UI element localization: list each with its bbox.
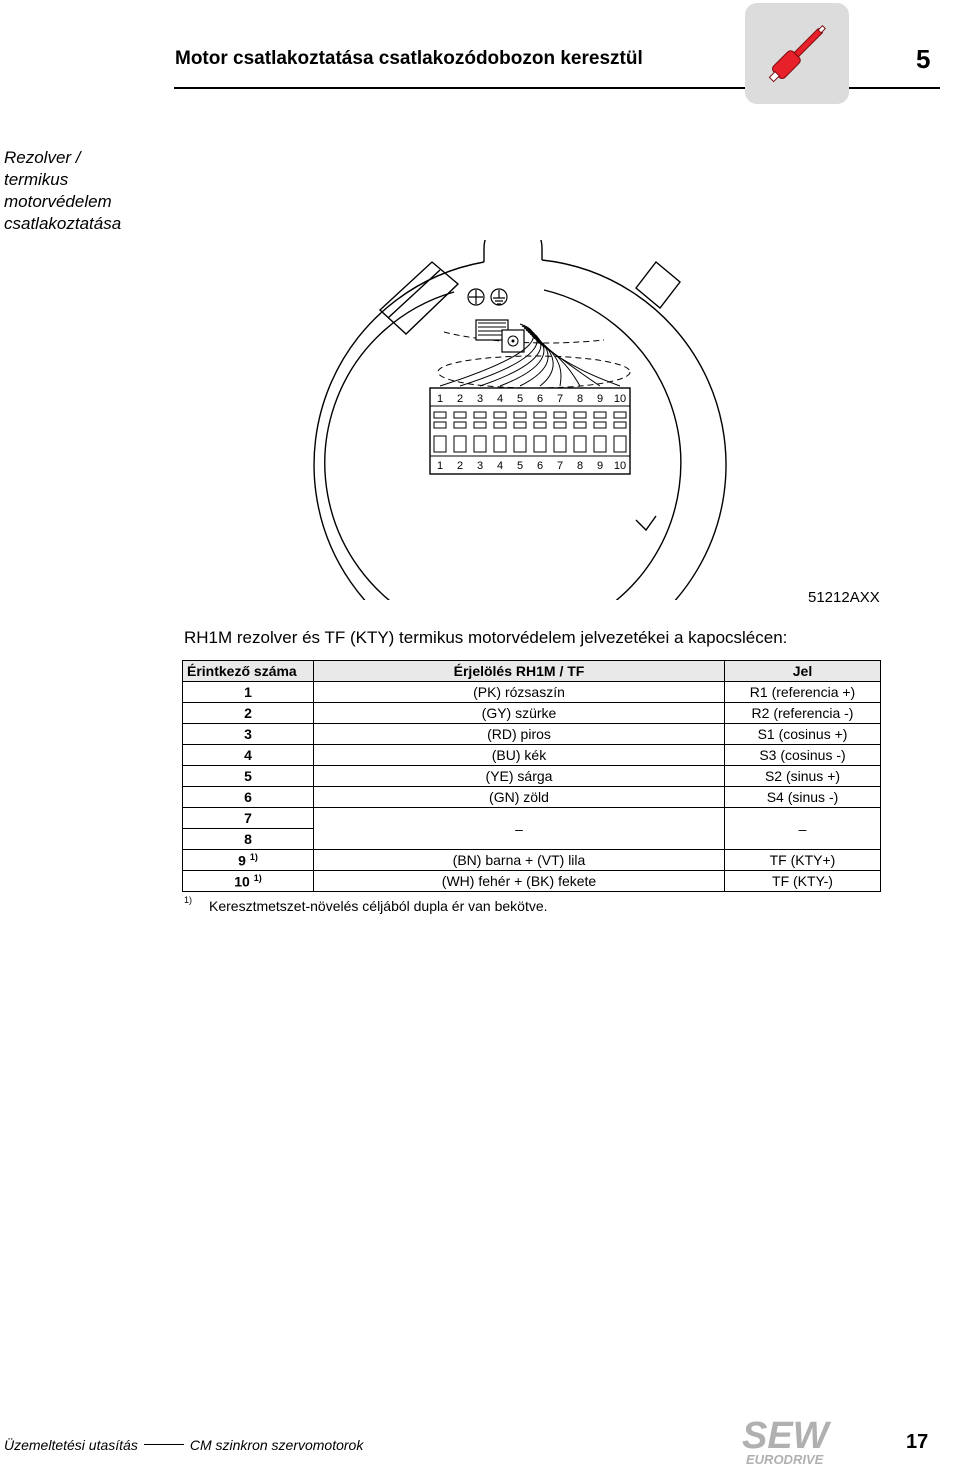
- column-header: Érintkező száma: [182, 660, 314, 682]
- pin-cell: 7: [182, 807, 314, 829]
- pin-number: 9: [238, 852, 246, 869]
- marking-cell: (BN) barna + (VT) lila: [313, 849, 725, 871]
- table-row: 2 (GY) szürke R2 (referencia -): [182, 702, 881, 724]
- side-title-line: Rezolver /: [4, 148, 81, 167]
- marking-cell: (GN) zöld: [313, 786, 725, 808]
- pin-number: 10: [234, 873, 250, 890]
- footnote-mark: 1): [184, 895, 193, 905]
- logo-text-top: SEW: [742, 1415, 832, 1457]
- signal-cell: S1 (cosinus +): [724, 723, 881, 745]
- sew-eurodrive-logo: SEW EURODRIVE: [742, 1415, 832, 1466]
- section-side-title: Rezolver / termikus motorvédelem csatlak…: [4, 147, 164, 235]
- footnote-ref: 1): [249, 851, 258, 862]
- pin-cell: 2: [182, 702, 314, 724]
- figure-code: 51212AXX: [808, 589, 880, 606]
- logo-text-bottom: EURODRIVE: [746, 1452, 824, 1466]
- terminal-number-top: 10: [614, 393, 626, 405]
- pin-cell: 1: [182, 681, 314, 703]
- terminal-number-top: 1: [437, 393, 443, 405]
- terminal-number-bottom: 6: [537, 460, 543, 472]
- terminal-number-top: 7: [557, 393, 563, 405]
- footnote-ref: 1): [253, 872, 262, 883]
- footnote-text: Keresztmetszet-növelés céljából dupla ér…: [209, 898, 548, 914]
- signal-cell: R1 (referencia +): [724, 681, 881, 703]
- table-row: 7 – –: [182, 807, 881, 850]
- footer-manual-title: Üzemeltetési utasítás CM szinkron szervom…: [4, 1437, 363, 1453]
- terminal-number-top: 9: [597, 393, 603, 405]
- pin-cell: 5: [182, 765, 314, 787]
- table-row: 6 (GN) zöld S4 (sinus -): [182, 786, 881, 808]
- side-title-line: csatlakoztatása: [4, 214, 122, 233]
- page-number: 17: [906, 1431, 929, 1453]
- table-caption: RH1M rezolver és TF (KTY) termikus motor…: [184, 628, 788, 647]
- signal-cell: TF (KTY+): [724, 849, 881, 871]
- column-header: Érjelölés RH1M / TF: [313, 660, 725, 682]
- terminal-number-bottom: 2: [457, 460, 463, 472]
- pin-cell: 6: [182, 786, 314, 808]
- terminal-number-top: 4: [497, 393, 503, 405]
- pin-cell: 9 1): [182, 849, 314, 871]
- terminal-number-bottom: 1: [437, 460, 443, 472]
- marking-cell: (GY) szürke: [313, 702, 725, 724]
- marking-cell: (PK) rózsaszín: [313, 681, 725, 703]
- pin-assignment-table: Érintkező száma Érjelölés RH1M / TF Jel …: [182, 660, 881, 892]
- screwdriver-icon: [745, 3, 849, 104]
- terminal-number-top: 5: [517, 393, 523, 405]
- terminal-box-drawing: 1 2 3 4 5 6 7 8 9 10 1 2 3 4 5 6 7 8 9 1…: [313, 240, 727, 600]
- terminal-number-bottom: 4: [497, 460, 503, 472]
- signal-cell: R2 (referencia -): [724, 702, 881, 724]
- terminal-number-bottom: 9: [597, 460, 603, 472]
- column-header: Jel: [724, 660, 881, 682]
- header-divider: [174, 87, 940, 89]
- table-row: 4 (BU) kék S3 (cosinus -): [182, 744, 881, 766]
- footer-dash: [143, 1444, 184, 1446]
- marking-cell: (BU) kék: [313, 744, 725, 766]
- pin-cell: 10 1): [182, 870, 314, 892]
- marking-cell: (YE) sárga: [313, 765, 725, 787]
- signal-cell: S2 (sinus +): [724, 765, 881, 787]
- terminal-number-top: 2: [457, 393, 463, 405]
- terminal-number-top: 6: [537, 393, 543, 405]
- terminal-number-bottom: 5: [517, 460, 523, 472]
- footer-product: CM szinkron szervomotorok: [189, 1437, 364, 1453]
- table-row: 9 1) (BN) barna + (VT) lila TF (KTY+): [182, 849, 881, 871]
- marking-cell: –: [313, 807, 725, 850]
- terminal-number-bottom: 8: [577, 460, 583, 472]
- terminal-number-top: 3: [477, 393, 483, 405]
- footer-manual: Üzemeltetési utasítás: [4, 1437, 138, 1453]
- marking-cell: (WH) fehér + (BK) fekete: [313, 870, 725, 892]
- signal-cell: S3 (cosinus -): [724, 744, 881, 766]
- pin-cell: 3: [182, 723, 314, 745]
- signal-cell: –: [724, 807, 881, 850]
- terminal-number-bottom: 7: [557, 460, 563, 472]
- signal-cell: TF (KTY-): [724, 870, 881, 892]
- marking-cell: (RD) piros: [313, 723, 725, 745]
- table-header-row: Érintkező száma Érjelölés RH1M / TF Jel: [182, 660, 881, 682]
- table-row: 5 (YE) sárga S2 (sinus +): [182, 765, 881, 787]
- signal-cell: S4 (sinus -): [724, 786, 881, 808]
- terminal-number-top: 8: [577, 393, 583, 405]
- table-row: 1 (PK) rózsaszín R1 (referencia +): [182, 681, 881, 703]
- side-title-line: termikus: [4, 170, 69, 189]
- table-row: 3 (RD) piros S1 (cosinus +): [182, 723, 881, 745]
- pin-cell: 8: [182, 828, 314, 850]
- table-row: 10 1) (WH) fehér + (BK) fekete TF (KTY-): [182, 870, 881, 892]
- chapter-number: 5: [916, 44, 931, 74]
- terminal-number-bottom: 10: [614, 460, 626, 472]
- page-header-title: Motor csatlakoztatása csatlakozódobozon …: [175, 48, 643, 69]
- pin-cell: 4: [182, 744, 314, 766]
- side-title-line: motorvédelem: [4, 192, 112, 211]
- terminal-number-bottom: 3: [477, 460, 483, 472]
